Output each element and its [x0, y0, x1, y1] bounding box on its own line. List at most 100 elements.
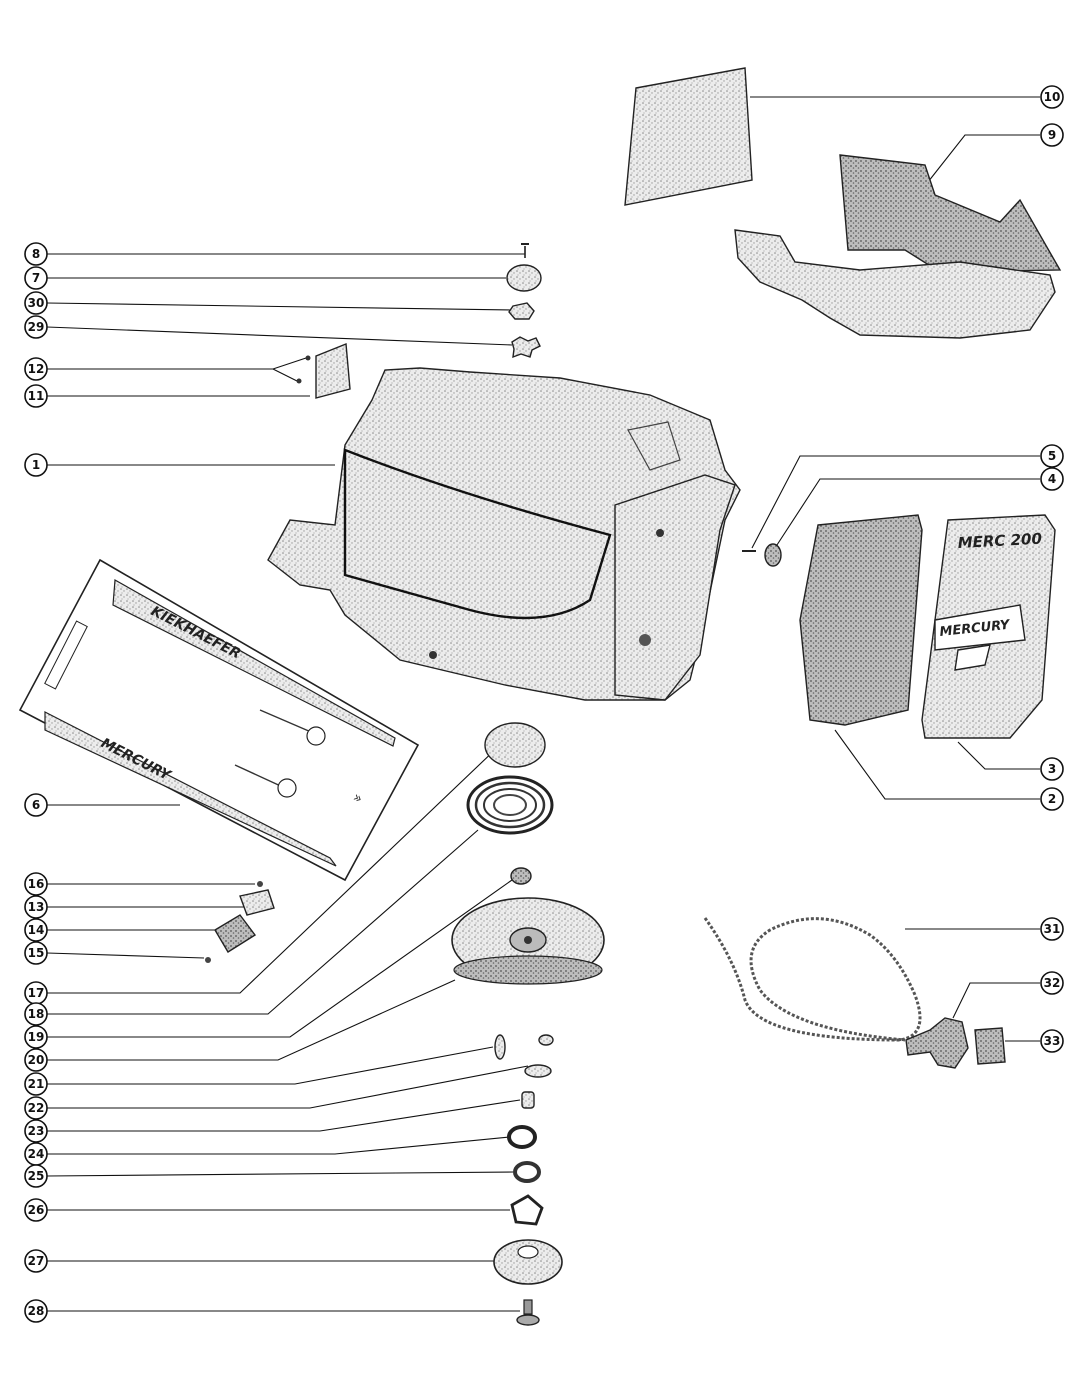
callout-label: 4: [1048, 472, 1056, 486]
callout-label: 13: [28, 900, 45, 914]
callout-label: 31: [1044, 922, 1061, 936]
callout-3: 3: [1040, 757, 1064, 781]
disc-17: [484, 722, 546, 768]
callout-28: 28: [24, 1299, 48, 1323]
starter-rope-31: [703, 917, 922, 1042]
callout-1: 1: [24, 453, 48, 477]
callout-27: 27: [24, 1249, 48, 1273]
callout-label: 6: [32, 798, 40, 812]
callout-31: 31: [1040, 917, 1064, 941]
callout-15: 15: [24, 941, 48, 965]
callout-label: 32: [1044, 976, 1061, 990]
callout-label: 33: [1044, 1034, 1061, 1048]
callout-label: 27: [28, 1254, 45, 1268]
callout-label: 20: [28, 1053, 45, 1067]
star-washer-29: [511, 336, 541, 359]
screw-16: [257, 881, 263, 887]
callout-label: 29: [28, 320, 45, 334]
screw-12a: [305, 355, 311, 361]
callout-26: 26: [24, 1198, 48, 1222]
callout-16: 16: [24, 872, 48, 896]
callout-label: 7: [32, 271, 40, 285]
callout-17: 17: [24, 981, 48, 1005]
callout-8: 8: [24, 242, 48, 266]
screw-15: [205, 957, 211, 963]
callout-20: 20: [24, 1048, 48, 1072]
washer-24: [507, 1125, 537, 1149]
callout-label: 30: [28, 296, 45, 310]
callout-label: 14: [28, 923, 45, 937]
callout-10: 10: [1040, 85, 1064, 109]
cup-27: [493, 1239, 563, 1285]
callout-label: 2: [1048, 792, 1056, 806]
callout-label: 15: [28, 946, 45, 960]
top-cowl: [267, 367, 741, 701]
knob-7: [506, 264, 542, 292]
callout-label: 21: [28, 1077, 45, 1091]
callout-2: 2: [1040, 787, 1064, 811]
callout-29: 29: [24, 315, 48, 339]
side-decal-3: MERC 200 MERCURY: [921, 514, 1056, 739]
callout-19: 19: [24, 1025, 48, 1049]
callout-9: 9: [1040, 123, 1064, 147]
starter-handle-32: [905, 1017, 969, 1069]
callout-label: 16: [28, 877, 45, 891]
callout-11: 11: [24, 384, 48, 408]
callout-label: 3: [1048, 762, 1056, 776]
callout-6: 6: [24, 793, 48, 817]
callout-label: 28: [28, 1304, 45, 1318]
bracket-13: [239, 889, 275, 916]
callout-30: 30: [24, 291, 48, 315]
callout-32: 32: [1040, 971, 1064, 995]
pulley-20: [451, 897, 605, 985]
spacer-23: [521, 1091, 535, 1109]
callout-label: 10: [1044, 90, 1061, 104]
callout-label: 25: [28, 1169, 45, 1183]
callout-18: 18: [24, 1002, 48, 1026]
bushing-19: [510, 867, 532, 885]
callout-label: 26: [28, 1203, 45, 1217]
leader-lines: [46, 96, 1040, 1312]
decal-sheet-6: KIEKHAEFER MERCURY »: [18, 558, 420, 882]
pawl-21a: [494, 1034, 506, 1060]
link-22: [524, 1064, 552, 1078]
callout-label: 9: [1048, 128, 1056, 142]
callout-4: 4: [1040, 467, 1064, 491]
callout-label: 24: [28, 1147, 45, 1161]
sound-pad: [624, 67, 753, 206]
side-panel-2: [799, 514, 923, 726]
callout-33: 33: [1040, 1029, 1064, 1053]
wave-washer-26: [510, 1194, 544, 1226]
callout-13: 13: [24, 895, 48, 919]
pawl-21b: [538, 1034, 554, 1046]
bolt-28: [516, 1299, 540, 1326]
callout-label: 1: [32, 458, 40, 472]
callout-7: 7: [24, 266, 48, 290]
callout-label: 18: [28, 1007, 45, 1021]
callout-label: 23: [28, 1124, 45, 1138]
callout-24: 24: [24, 1142, 48, 1166]
callout-5: 5: [1040, 444, 1064, 468]
nut-30: [508, 302, 535, 320]
plate-14: [214, 914, 257, 953]
side-panel-brand-text: MERCURY: [939, 618, 1012, 640]
pan-seal: [734, 229, 1056, 339]
access-door-11: [315, 343, 351, 399]
callout-25: 25: [24, 1164, 48, 1188]
callout-14: 14: [24, 918, 48, 942]
callout-label: 11: [28, 389, 45, 403]
callout-label: 22: [28, 1101, 45, 1115]
recoil-spring-18: [466, 775, 554, 835]
callout-12: 12: [24, 357, 48, 381]
callout-label: 19: [28, 1030, 45, 1044]
callout-label: 8: [32, 247, 40, 261]
side-panel-model-text: MERC 200: [957, 530, 1042, 552]
callout-21: 21: [24, 1072, 48, 1096]
callout-label: 17: [28, 986, 45, 1000]
callout-label: 5: [1048, 449, 1056, 463]
callout-label: 12: [28, 362, 45, 376]
callout-23: 23: [24, 1119, 48, 1143]
callout-22: 22: [24, 1096, 48, 1120]
screw-8: [521, 243, 529, 258]
